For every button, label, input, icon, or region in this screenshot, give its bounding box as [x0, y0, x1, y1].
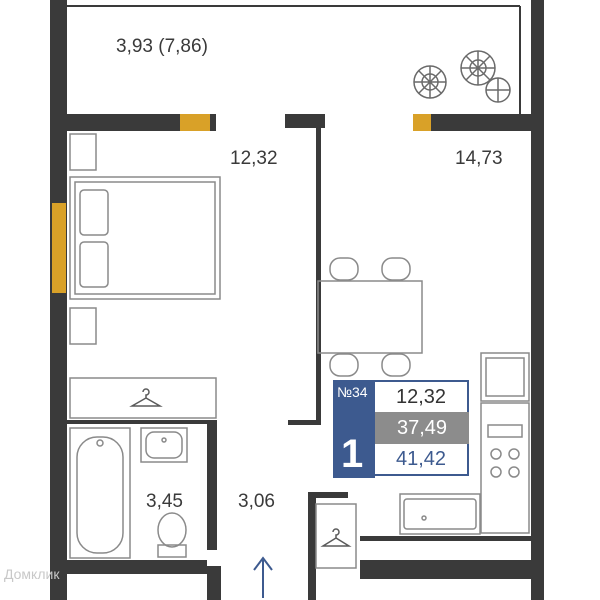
- hallway-closet: [315, 503, 357, 569]
- room-count: 1: [341, 432, 364, 476]
- plant-icon: [413, 50, 511, 103]
- apartment-number: №34: [337, 384, 368, 400]
- bed: [69, 176, 221, 300]
- wardrobe: [69, 377, 217, 419]
- walls: [50, 0, 544, 600]
- windows: [52, 114, 431, 293]
- apartment-summary-badge: №34 1 12,32 37,49 41,42: [333, 380, 469, 478]
- bathroom-area-label: 3,45: [146, 491, 183, 512]
- apartment-number-panel: №34 1: [333, 380, 375, 478]
- sink: [140, 427, 188, 463]
- kitchen: [399, 352, 530, 535]
- watermark: Домклик: [4, 566, 60, 582]
- toilet: [157, 512, 187, 558]
- hallway-area-label: 3,06: [238, 491, 275, 512]
- living-area-value: 12,32: [375, 380, 469, 412]
- nightstands: [69, 133, 97, 345]
- balcony-frame: [67, 5, 521, 114]
- kitchen-living-area-label: 14,73: [455, 148, 503, 169]
- entrance-arrow-icon: [253, 556, 273, 598]
- bedroom-area-label: 12,32: [230, 148, 278, 169]
- hanger-icon: [320, 528, 352, 547]
- balcony-area-label: 3,93 (7,86): [116, 36, 208, 57]
- bathtub: [69, 427, 131, 559]
- total-area-value: 37,49: [375, 412, 469, 444]
- hanger-icon: [129, 388, 163, 407]
- dining-table: [317, 257, 423, 377]
- total-with-balcony-value: 41,42: [375, 444, 469, 476]
